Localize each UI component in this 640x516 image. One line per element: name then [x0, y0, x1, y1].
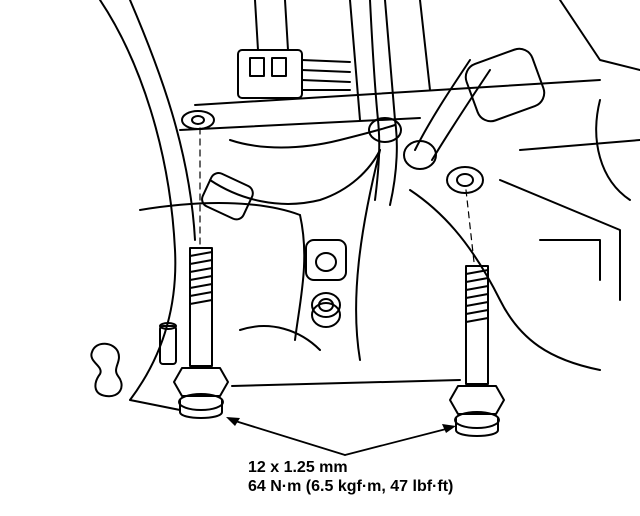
dowel-pin: [159, 322, 177, 365]
center-sleeve: [305, 239, 347, 328]
arrow-head-left: [226, 417, 240, 426]
right-bolt: [449, 265, 505, 437]
chassis-frame: [99, 0, 640, 411]
connector-block: [237, 0, 351, 99]
bolt-holes: [181, 110, 484, 194]
callout-arrows: [231, 419, 451, 456]
torque-spec-label: 64 N·m (6.5 kgf·m, 47 lbf·ft): [248, 478, 454, 495]
bracket-cutout: [90, 342, 123, 398]
arrow-head-right: [442, 424, 456, 433]
alignment-lines: [199, 127, 475, 263]
base-line: [231, 379, 461, 387]
hoses: [201, 0, 546, 221]
left-bolt: [173, 247, 229, 419]
torque-callout: 12 x 1.25 mm 64 N·m (6.5 kgf·m, 47 lbf·f…: [248, 458, 453, 496]
bolt-size-label: 12 x 1.25 mm: [248, 459, 348, 476]
